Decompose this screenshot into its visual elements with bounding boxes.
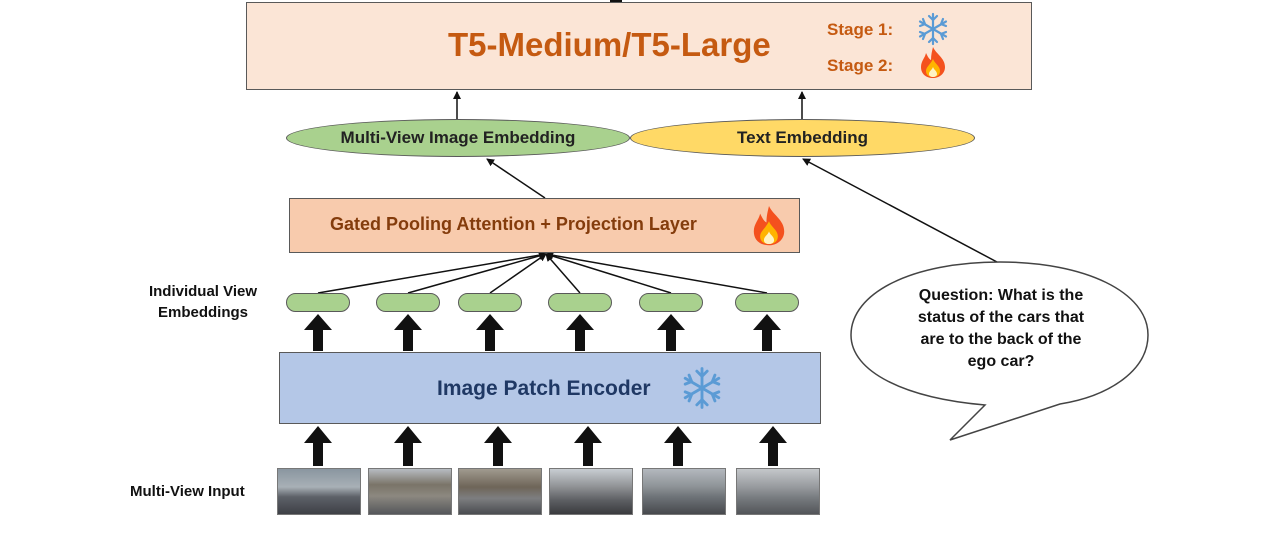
arrow-gpa-to-mv bbox=[486, 158, 546, 199]
question-line2: status of the cars that bbox=[917, 309, 1085, 326]
arrow-question-to-text bbox=[802, 158, 998, 263]
image-patch-encoder-label: Image Patch Encoder bbox=[437, 377, 651, 400]
llm-box bbox=[246, 2, 1032, 90]
camera-view-image bbox=[642, 468, 726, 515]
stage1-label: Stage 1: bbox=[827, 20, 894, 39]
view-embedding-pill bbox=[735, 293, 799, 312]
question-text: Question: What is the status of the cars… bbox=[905, 285, 1097, 373]
individual-view-label-line2: Embeddings bbox=[157, 304, 248, 321]
view-embedding-pill bbox=[548, 293, 612, 312]
individual-view-embeddings-label: Individual View Embeddings bbox=[138, 281, 268, 323]
question-line3: are to the back of the bbox=[920, 331, 1082, 348]
stage2-label: Stage 2: bbox=[827, 56, 894, 75]
snowflake-icon bbox=[918, 12, 948, 46]
input-to-encoder-arrows bbox=[304, 426, 787, 466]
fire-icon bbox=[753, 206, 785, 246]
encoder-to-pill-arrows bbox=[304, 314, 781, 351]
view-embedding-pill bbox=[639, 293, 703, 312]
gated-pooling-attention-box bbox=[289, 198, 800, 253]
camera-view-image bbox=[368, 468, 452, 515]
top-exit-arrow bbox=[610, 0, 622, 3]
multi-view-input-label: Multi-View Input bbox=[130, 483, 245, 500]
question-bubble bbox=[850, 261, 1149, 441]
individual-view-label-line1: Individual View bbox=[148, 283, 258, 300]
snowflake-icon bbox=[683, 367, 721, 409]
gated-pooling-attention-label: Gated Pooling Attention + Projection Lay… bbox=[330, 214, 697, 234]
camera-view-image bbox=[458, 468, 542, 515]
camera-view-image bbox=[736, 468, 820, 515]
camera-view-image bbox=[277, 468, 361, 515]
view-embedding-pill bbox=[286, 293, 350, 312]
question-line4: ego car? bbox=[967, 353, 1035, 370]
camera-view-image bbox=[549, 468, 633, 515]
image-patch-encoder-box bbox=[279, 352, 821, 424]
llm-title: T5-Medium/T5-Large bbox=[448, 26, 771, 63]
fire-icon bbox=[921, 47, 945, 78]
multi-view-image-embedding-label: Multi-View Image Embedding bbox=[340, 128, 576, 147]
pill-to-gpa-arrows bbox=[317, 251, 768, 294]
multi-view-image-embedding: Multi-View Image Embedding bbox=[286, 119, 630, 157]
view-embedding-pill bbox=[376, 293, 440, 312]
text-embedding: Text Embedding bbox=[630, 119, 975, 157]
question-line1: Question: What is the bbox=[918, 287, 1084, 304]
text-embedding-label: Text Embedding bbox=[737, 128, 868, 147]
view-embedding-pill bbox=[458, 293, 522, 312]
